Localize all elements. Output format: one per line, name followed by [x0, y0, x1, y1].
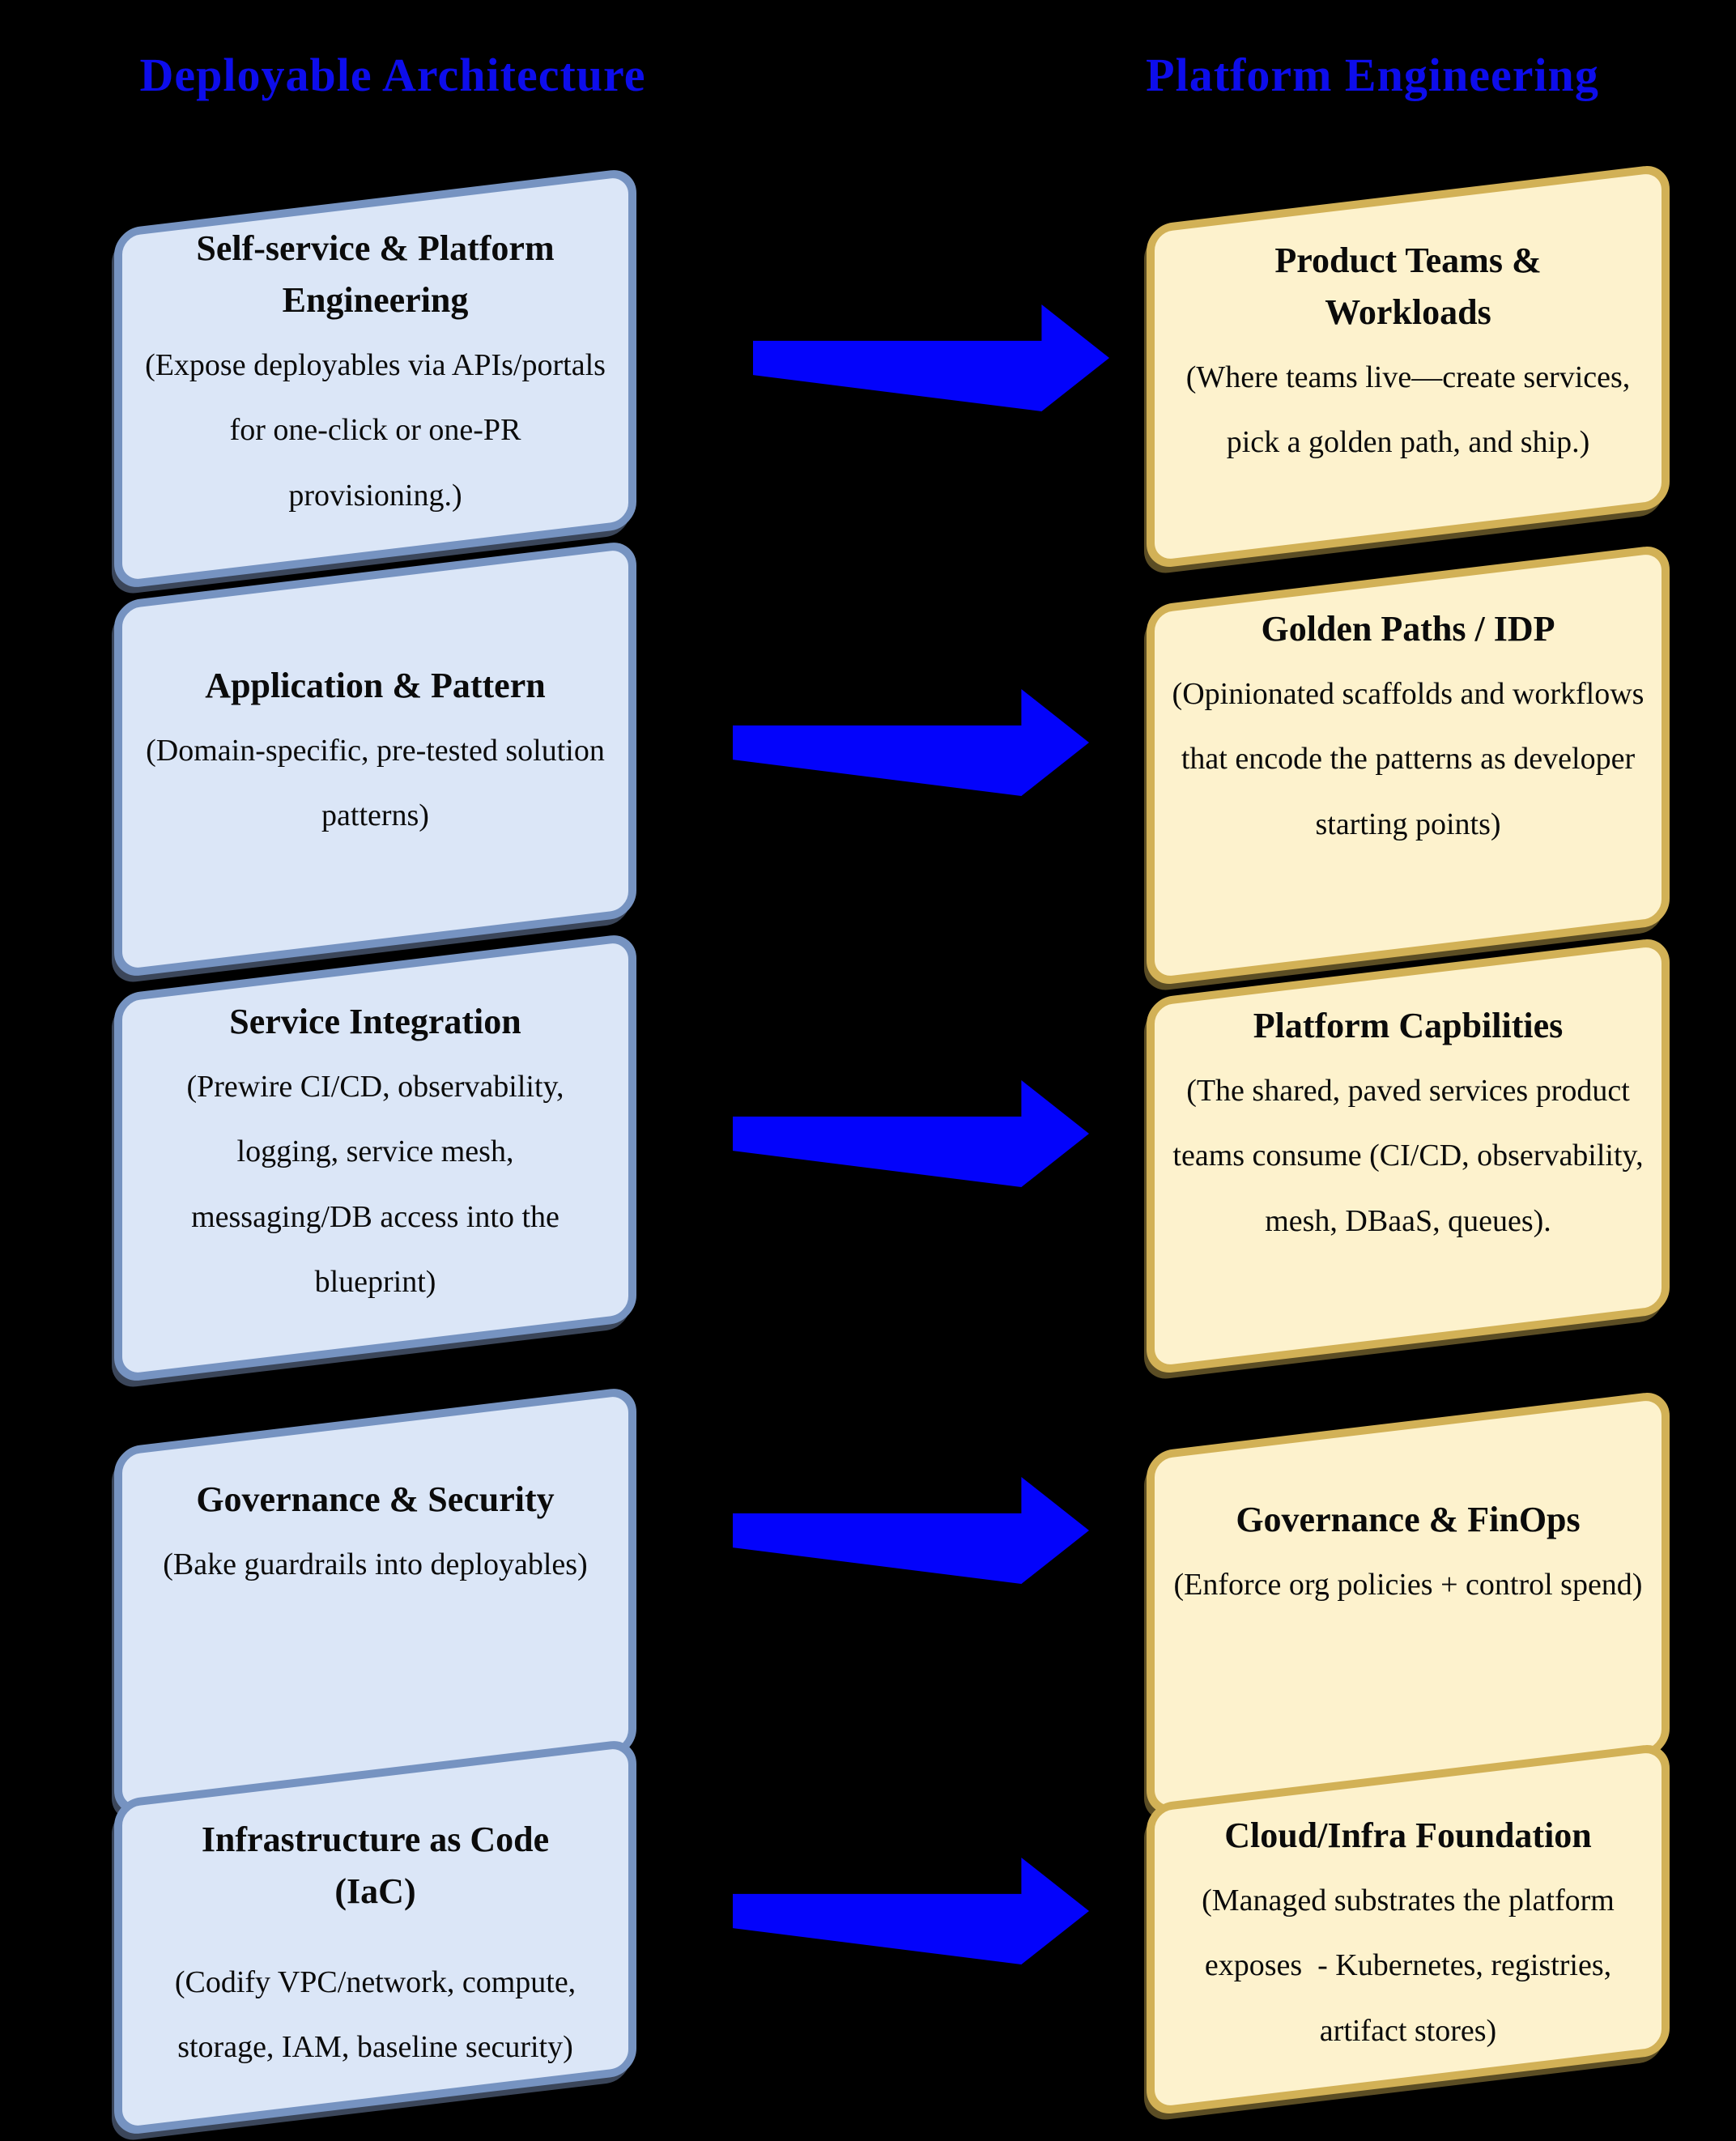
node-title: Golden Paths / IDP [1261, 609, 1555, 649]
node-title: Application & Pattern [205, 666, 546, 705]
node-platform-capabilities: Platform Capbilities (The shared, paved … [1147, 968, 1670, 1344]
node-description: (Codify VPC/network, compute, storage, I… [174, 1964, 584, 2065]
node-title: Service Integration [229, 1002, 521, 1041]
node-title: Platform Capbilities [1253, 1006, 1564, 1045]
node-service-integration: Service Integration (Prewire CI/CD, obse… [114, 964, 636, 1352]
node-governance-security: Governance & Security (Bake guardrails i… [114, 1417, 636, 1786]
node-description: (Managed substrates the platform exposes… [1202, 1883, 1623, 2048]
node-description: (Opinionated scaffolds and workflows tha… [1172, 676, 1652, 841]
arrow-right-icon [733, 1080, 1089, 1187]
node-description: (Enforce org policies + control spend) [1173, 1567, 1643, 1602]
node-product-teams-workloads: Product Teams & Workloads (Where teams l… [1147, 194, 1670, 538]
node-golden-paths-idp: Golden Paths / IDP (Opinionated scaffold… [1147, 575, 1670, 956]
node-description: (Where teams live—create services, pick … [1185, 360, 1638, 460]
arrow-right-icon [733, 1858, 1089, 1964]
node-description: (Prewire CI/CD, observability, logging, … [186, 1069, 572, 1300]
node-title: Product Teams & Workloads [1274, 240, 1550, 332]
arrow-right-icon [733, 689, 1089, 796]
arrow-right-icon [733, 1477, 1089, 1584]
node-title: Self-service & Platform Engineering [196, 228, 564, 320]
right-column-header: Platform Engineering [1146, 48, 1599, 101]
node-title: Cloud/Infra Foundation [1224, 1815, 1592, 1855]
node-description: (Expose deployables via APIs/portals for… [145, 347, 614, 513]
node-description: (Bake guardrails into deployables) [163, 1547, 588, 1581]
left-column-header: Deployable Architecture [139, 48, 646, 101]
node-infrastructure-as-code: Infrastructure as Code (IaC) (Codify VPC… [114, 1769, 636, 2105]
node-application-pattern: Application & Pattern (Domain-specific, … [114, 571, 636, 947]
node-title: Governance & Security [196, 1479, 555, 1519]
node-governance-finops: Governance & FinOps (Enforce org policie… [1147, 1421, 1670, 1786]
node-description: (Domain-specific, pre-tested solution pa… [146, 733, 613, 833]
node-self-service-platform-engineering: Self-service & Platform Engineering (Exp… [114, 198, 636, 559]
node-title: Infrastructure as Code (IaC) [201, 1820, 559, 1911]
arrow-right-icon [753, 304, 1109, 411]
node-title: Governance & FinOps [1236, 1500, 1581, 1539]
node-cloud-infra-foundation: Cloud/Infra Foundation (Managed substrat… [1147, 1773, 1670, 2085]
node-description: (The shared, paved services product team… [1172, 1073, 1652, 1238]
